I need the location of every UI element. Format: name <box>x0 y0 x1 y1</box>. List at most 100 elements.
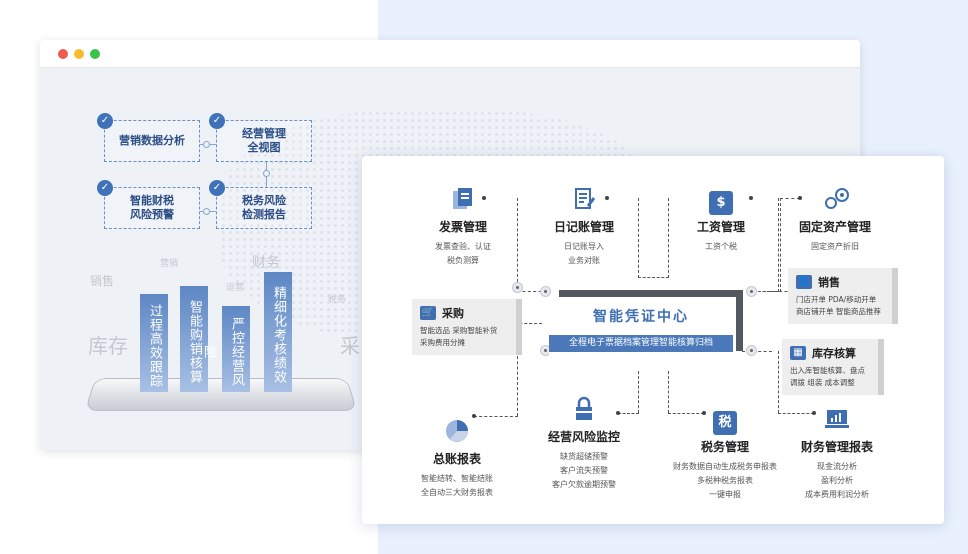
pie-icon <box>444 418 470 444</box>
card-sales[interactable]: 👤销售 门店开单 PDA/移动开单 商店铺开单 智能商品推荐 <box>788 268 898 324</box>
feature-tag-label: 营销数据分析 <box>119 134 185 147</box>
feature-tag-sales-analysis: ✓ 营销数据分析 <box>97 113 200 162</box>
maximize-dot-icon[interactable] <box>90 49 100 59</box>
node-desc: 全自动三大财务报表 <box>421 488 493 497</box>
connector-point <box>746 345 757 356</box>
window-titlebar <box>40 40 860 68</box>
check-icon: ✓ <box>209 113 225 129</box>
feature-tag-label: 检测报告 <box>242 208 286 221</box>
faint-label: 采 <box>340 334 360 358</box>
connector-point <box>512 282 523 293</box>
node-desc: 业务对账 <box>568 256 600 265</box>
gears-icon <box>822 186 849 212</box>
cart-icon: 🛒 <box>420 306 436 320</box>
faint-label: 库存 <box>88 334 128 358</box>
node-title: 发票管理 <box>438 220 487 234</box>
connector-dot <box>203 208 210 215</box>
card-desc: 出入库智能核算、盘点 <box>790 366 865 375</box>
card-desc: 商店铺开单 智能商品推荐 <box>796 307 881 316</box>
connector-dot <box>472 414 476 418</box>
connector-line <box>778 413 814 414</box>
connector-line <box>618 413 639 414</box>
check-icon: ✓ <box>97 113 113 129</box>
card-purchase[interactable]: 🛒 采购 智能选品 采购智能补货 采购费用分摊 <box>412 299 522 355</box>
faint-label: 营销 <box>160 259 179 269</box>
connector-line <box>474 416 518 417</box>
connector-line <box>517 198 518 292</box>
bar-pillar: 过程高效跟踪 <box>140 294 168 392</box>
feature-tag-tax-risk-alert: ✓ 智能财税风险预警 <box>97 180 200 229</box>
connector-dot <box>263 170 270 177</box>
connector-dot <box>749 196 753 200</box>
node-title: 日记账管理 <box>553 220 614 234</box>
card-inventory[interactable]: ▦ 库存核算 出入库智能核算、盘点 调拨 组装 成本调整 <box>782 339 884 395</box>
node-desc: 缺货超储预警 <box>560 452 608 461</box>
faint-label: 销售 <box>90 274 115 288</box>
node-desc: 成本费用利润分析 <box>805 490 869 499</box>
center-hub[interactable]: 智能凭证中心 全程电子票据档案管理智能核算归档 <box>549 301 733 356</box>
lock-icon <box>571 396 597 422</box>
connector-dot <box>798 196 802 200</box>
card-title: 采购 <box>442 307 464 320</box>
center-hub-title: 智能凭证中心 <box>593 309 689 325</box>
node-risk-monitoring[interactable]: 经营风险监控 缺货超储预警 客户流失预警 客户欠款逾期预警 <box>519 396 649 492</box>
connector-dot <box>812 411 816 415</box>
connector-line <box>668 413 704 414</box>
bar-pillar: 智能购销核算 <box>180 286 208 392</box>
faint-label: 财务 <box>252 255 280 271</box>
node-tax-management[interactable]: 税 税务管理 财务数据自动生成税务申报表 多税种税务报表 一键申报 <box>650 406 800 502</box>
node-title: 工资管理 <box>696 220 745 234</box>
close-dot-icon[interactable] <box>58 49 68 59</box>
card-desc: 智能选品 采购智能补货 <box>420 326 498 335</box>
connector-line <box>638 277 669 278</box>
bar-pillar: 严控经营风险 <box>201 306 250 392</box>
feature-tag-label: 智能财税 <box>130 194 174 207</box>
node-desc: 一键申报 <box>709 490 741 499</box>
card-desc: 采购费用分摊 <box>420 338 465 347</box>
connector-line <box>668 371 669 413</box>
connector-line <box>517 351 518 416</box>
warehouse-icon: ▦ <box>790 346 806 360</box>
connector-point <box>540 286 551 297</box>
node-desc: 固定资产折旧 <box>811 242 859 251</box>
feature-tag-label: 税务风险 <box>242 194 286 207</box>
node-journal-management[interactable]: 日记账管理 日记账导入 业务对账 <box>519 186 649 268</box>
node-title: 财务管理报表 <box>800 440 873 454</box>
center-hub-frame <box>559 290 743 351</box>
connector-line <box>668 198 669 278</box>
tax-icon: 税 <box>712 406 738 435</box>
connector-dot <box>605 196 609 200</box>
card-desc: 调拨 组装 成本调整 <box>790 378 855 387</box>
node-salary-management[interactable]: $ 工资管理 工资个税 <box>656 186 786 254</box>
node-fixed-asset-management[interactable]: 固定资产管理 固定资产折旧 <box>770 186 900 254</box>
node-desc: 盈利分析 <box>821 476 853 485</box>
check-icon: ✓ <box>97 180 113 196</box>
card-title: 库存核算 <box>812 347 856 360</box>
journal-icon <box>571 186 597 212</box>
node-ledger-report[interactable]: 总账报表 智能结转、智能结账 全自动三大财务报表 <box>392 418 522 500</box>
tax-character-icon: 税 <box>713 411 737 435</box>
feature-tag-business-overview: ✓ 经营管理全视图 <box>209 113 312 162</box>
feature-tag-label: 风险预警 <box>130 208 174 221</box>
front-window: 智能凭证中心 全程电子票据档案管理智能核算归档 发票管理 发票查验、认证 税负测… <box>362 156 944 524</box>
feature-tag-tax-risk-report: ✓ 税务风险检测报告 <box>209 180 312 229</box>
node-desc: 财务数据自动生成税务申报表 <box>673 462 777 471</box>
minimize-dot-icon[interactable] <box>74 49 84 59</box>
connector-dot <box>203 141 210 148</box>
connector-line <box>638 198 639 278</box>
dollar-icon: $ <box>709 191 733 215</box>
node-title: 经营风险监控 <box>547 430 620 444</box>
node-desc: 多税种税务报表 <box>697 476 753 485</box>
connector-dot <box>482 196 486 200</box>
node-desc: 现金流分析 <box>817 462 857 471</box>
card-desc: 门店开单 PDA/移动开单 <box>796 295 877 304</box>
feature-tag-label: 经营管理 <box>242 127 286 140</box>
center-hub-subtitle: 全程电子票据档案管理智能核算归档 <box>549 335 733 352</box>
connector-line <box>780 198 800 199</box>
phone-illustration <box>84 378 358 412</box>
node-invoice-management[interactable]: 发票管理 发票查验、认证 税负测算 <box>398 186 528 268</box>
connector-point <box>746 286 757 297</box>
invoice-icon <box>450 186 476 212</box>
node-financial-report[interactable]: 财务管理报表 现金流分析 盈利分析 成本费用利润分析 <box>772 406 902 502</box>
feature-tag-label: 全视图 <box>247 141 281 154</box>
